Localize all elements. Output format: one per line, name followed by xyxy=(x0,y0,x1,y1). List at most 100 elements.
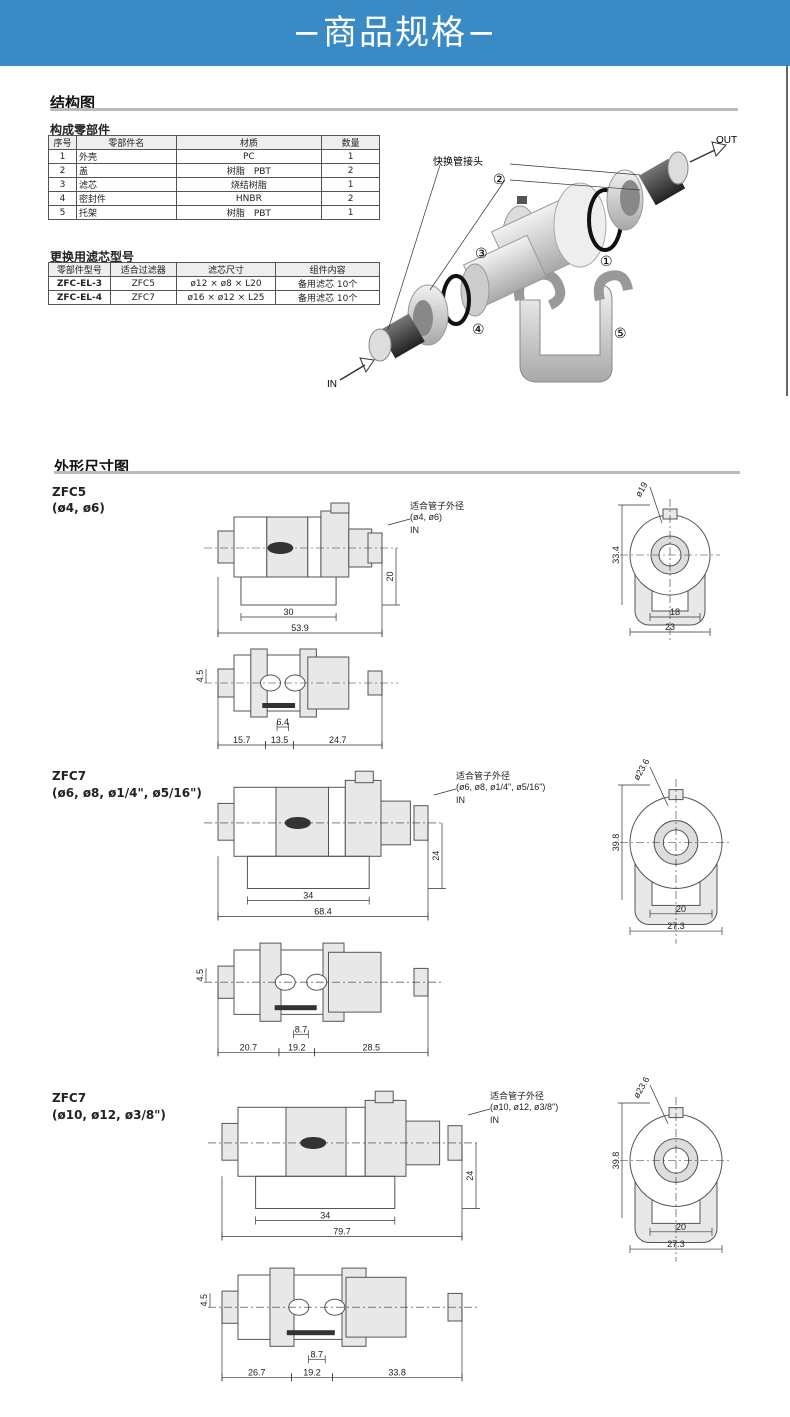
callout-2: ② xyxy=(493,171,506,187)
dim-left-length: 26.7 xyxy=(248,1367,266,1377)
bracket-outline xyxy=(255,1175,396,1210)
table-cell: 5 xyxy=(48,205,77,220)
in-label: IN xyxy=(456,795,465,805)
leader-line xyxy=(649,1084,669,1124)
connector-out xyxy=(638,151,689,206)
housing-body xyxy=(345,1106,366,1177)
dim-offset: 4.5 xyxy=(195,969,205,982)
in-label: IN xyxy=(490,1115,499,1125)
leader-line xyxy=(433,788,457,796)
housing-body xyxy=(233,516,268,578)
dim-height: 24 xyxy=(465,1171,475,1181)
table-row: ZFC-EL-4 ZFC7 ø16 × ø12 × L25 备用滤芯 10个 xyxy=(48,290,380,305)
exploded-diagram: 快换管接头 OUT IN ① ② ③ ④ ⑤ xyxy=(327,135,737,390)
dim-total-length: 79.7 xyxy=(333,1227,351,1237)
pipe-note-label: 适合管子外径 xyxy=(410,500,464,511)
dim-end-height: 39.8 xyxy=(611,834,621,852)
dim-end-width: 23 xyxy=(665,622,675,632)
in-label: IN xyxy=(327,379,337,390)
dim-body-width: 34 xyxy=(320,1211,330,1221)
pipe-sizes-label: (ø10, ø12, ø3/8") xyxy=(490,1102,558,1112)
dim-offset: 4.5 xyxy=(195,670,205,683)
leader-line xyxy=(467,1108,491,1116)
inlet-port xyxy=(217,530,235,564)
pipe-note-label: 适合管子外径 xyxy=(456,770,510,781)
inlet-port xyxy=(221,1122,239,1161)
callout-1: ① xyxy=(600,253,613,269)
dim-offset: 4.5 xyxy=(199,1294,209,1307)
leader-line xyxy=(387,518,411,526)
dim-total-length: 53.9 xyxy=(291,623,309,633)
dim-right-length: 24.7 xyxy=(329,735,347,745)
dim-mid-length: 13.5 xyxy=(271,735,289,745)
dim-inner-width: 20 xyxy=(676,904,686,914)
pipe-sizes-label: (ø4, ø6) xyxy=(410,512,442,522)
cap-body xyxy=(364,1099,407,1177)
out-label: OUT xyxy=(716,135,737,146)
cap-body xyxy=(344,779,382,857)
mount-plate xyxy=(274,1005,317,1011)
side-border xyxy=(786,66,788,396)
dim-left-length: 20.7 xyxy=(240,1042,258,1052)
leader-line xyxy=(509,163,641,176)
page-banner: −商品规格− xyxy=(0,0,790,66)
structure-heading: 结构图 xyxy=(50,94,96,112)
table-cell: ZFC-EL-4 xyxy=(48,290,111,305)
header-cell: 材质 xyxy=(175,135,323,150)
dim-right-length: 28.5 xyxy=(363,1042,381,1052)
structure-rule xyxy=(50,108,738,111)
in-label: IN xyxy=(410,525,419,535)
leader-line xyxy=(387,164,441,331)
brand-logo-icon xyxy=(300,1136,327,1149)
housing-body xyxy=(237,1106,287,1177)
table-cell: ZFC7 xyxy=(109,290,177,305)
in-arrow-icon xyxy=(339,364,366,381)
table-cell: 2 xyxy=(48,163,77,178)
dim-port-diameter: ø23.6 xyxy=(631,1075,651,1100)
header-cell: 数量 xyxy=(321,135,380,150)
filter-table: 零部件型号 适合过滤器 滤芯尺寸 组件内容 ZFC-EL-3 ZFC5 ø12 … xyxy=(48,262,380,305)
bracket-outline xyxy=(246,855,370,889)
pipe-note-label: 适合管子外径 xyxy=(490,1090,544,1101)
leader-line xyxy=(649,766,669,806)
out-arrowhead-icon xyxy=(711,141,727,158)
leader-line xyxy=(649,486,663,524)
model-name: ZFC7 xyxy=(52,1091,87,1105)
model-name: ZFC7 xyxy=(52,769,87,783)
cap-body xyxy=(320,510,350,578)
table-cell: 1 xyxy=(321,205,380,220)
dim-end-height: 39.8 xyxy=(611,1152,621,1170)
mount-plate xyxy=(262,703,296,708)
housing-body xyxy=(328,786,346,857)
mount-plate xyxy=(286,1330,335,1336)
callout-5: ⑤ xyxy=(614,325,627,341)
connector-in xyxy=(368,313,425,362)
model-sizes: (ø10, ø12, ø3/8") xyxy=(52,1108,166,1122)
dim-slot-width: 8.7 xyxy=(295,1024,308,1034)
table-row: 5 托架 树脂 PBT 1 xyxy=(48,205,380,220)
leader-line xyxy=(509,179,641,191)
housing-body xyxy=(307,516,322,578)
model-sizes: (ø4, ø6) xyxy=(52,501,105,515)
table-cell: 备用滤芯 10个 xyxy=(275,290,380,305)
dim-end-width: 27.3 xyxy=(667,921,685,931)
housing-body xyxy=(233,786,277,857)
dim-mid-length: 19.2 xyxy=(303,1367,321,1377)
filter-table-title: 更换用滤芯型号 xyxy=(50,250,135,264)
table-row: 4 密封件 HNBR 2 xyxy=(48,191,380,206)
bracket-outline xyxy=(240,576,337,606)
dim-inner-width: 20 xyxy=(676,1222,686,1232)
leader-line xyxy=(429,179,506,291)
dimensions-rule xyxy=(54,471,740,474)
dim-slot-width: 6.4 xyxy=(277,717,290,727)
pipe-sizes-label: (ø6, ø8, ø1/4", ø5/16") xyxy=(456,782,545,792)
dim-body-width: 34 xyxy=(303,891,313,901)
filter-table-header: 零部件型号 适合过滤器 滤芯尺寸 组件内容 xyxy=(48,262,380,277)
dim-end-width: 27.3 xyxy=(667,1239,685,1249)
callout-4: ④ xyxy=(472,321,485,337)
dim-end-height: 33.4 xyxy=(611,546,621,564)
table-cell: ø16 × ø12 × L25 xyxy=(175,290,277,305)
in-arrowhead-icon xyxy=(359,357,375,374)
header-cell: 零部件型号 xyxy=(48,262,111,277)
